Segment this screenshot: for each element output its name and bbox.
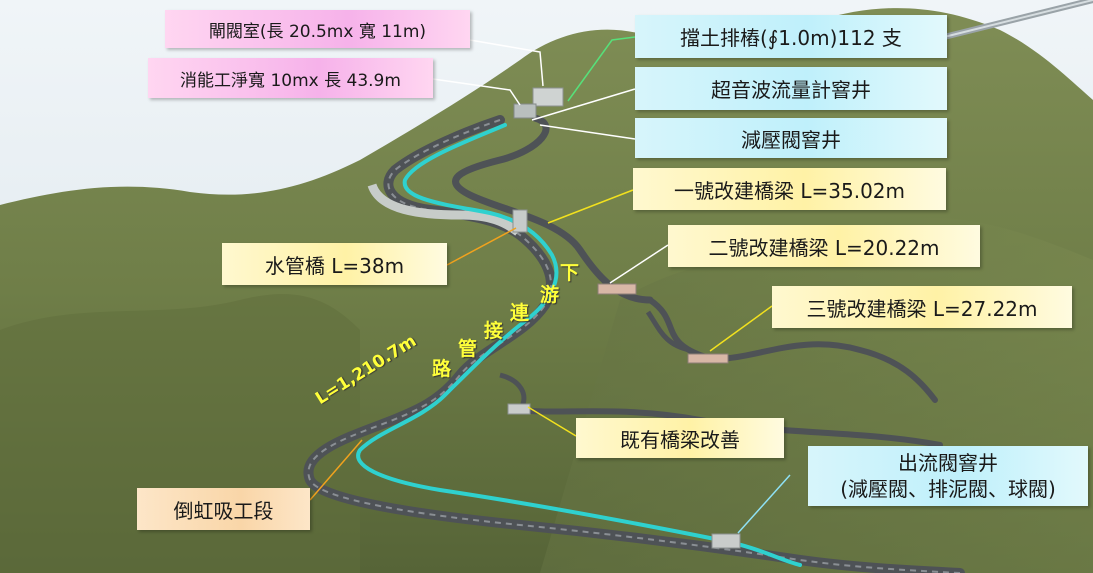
leader-gate-house [469, 39, 544, 87]
pipeline-char-6: 路 [432, 358, 452, 380]
leader-water-bridge [446, 227, 517, 266]
leader-prv-vault [539, 124, 636, 140]
label-prv-vault-text: 減壓閥窨井 [741, 127, 841, 152]
main-road-marking [307, 119, 961, 573]
label-retaining-piles-text: 擋土排樁(∮1.0m)112 支 [680, 26, 902, 50]
upper-road [452, 114, 654, 304]
label-water-bridge-text: 水管橋 L=38m [264, 253, 405, 278]
leader-energy-dissipator [432, 78, 521, 106]
label-outlet-vault-line1: 出流閥窨井 [898, 451, 998, 475]
outlet-vault-structure [711, 533, 741, 549]
pipeline-char-5: 管 [458, 338, 478, 360]
label-siphon: 倒虹吸工段 [137, 488, 310, 530]
leader-bridge-3 [709, 305, 773, 352]
pipeline-char-2: 游 [540, 284, 560, 306]
label-bridge-1: 一號改建橋梁 L=35.02m [633, 168, 946, 210]
bridge-2-structure [597, 283, 637, 295]
label-siphon-text: 倒虹吸工段 [173, 498, 274, 523]
label-bridge-2-text: 二號改建橋梁 L=20.22m [708, 235, 940, 260]
east-road [647, 297, 938, 403]
label-water-bridge: 水管橋 L=38m [222, 243, 447, 285]
label-bridge-3: 三號改建橋梁 L=27.22m [772, 286, 1072, 328]
water-pipeline [356, 123, 802, 567]
leader-existing-bridge [527, 406, 577, 437]
label-outlet-vault: 出流閥窨井 (減壓閥、排泥閥、球閥) [808, 446, 1088, 506]
gate-house-building [532, 87, 564, 107]
leader-bridge-2 [609, 244, 669, 284]
energy-dissipator-structure [513, 103, 537, 119]
label-bridge-2: 二號改建橋梁 L=20.22m [668, 225, 980, 267]
existing-pipe-top-highlight [939, 0, 1093, 39]
label-bridge-3-text: 三號改建橋梁 L=27.22m [806, 296, 1038, 321]
leader-flowmeter-vault [531, 88, 636, 121]
label-outlet-vault-line2: (減壓閥、排泥閥、球閥) [840, 477, 1056, 501]
label-energy-dissipator-text: 消能工淨寬 10mx 長 43.9m [180, 70, 401, 91]
leader-retaining-piles [567, 36, 636, 102]
label-prv-vault: 減壓閥窨井 [635, 118, 947, 158]
label-gate-house-text: 閘閥室(長 20.5mx 寬 11m) [208, 21, 427, 42]
water-bridge-structure [512, 209, 528, 233]
label-flowmeter-vault: 超音波流量計窨井 [635, 67, 947, 110]
spur-road [645, 310, 691, 353]
label-existing-bridge: 既有橋梁改善 [576, 418, 784, 458]
pipeline-char-4: 接 [484, 320, 504, 342]
label-flowmeter-vault-text: 超音波流量計窨井 [711, 78, 871, 102]
leader-bridge-1 [547, 189, 634, 224]
label-existing-bridge-text: 既有橋梁改善 [620, 427, 740, 452]
existing-bridge-structure [507, 403, 531, 415]
pipeline-char-3: 連 [510, 302, 530, 324]
leader-outlet-vault [737, 474, 791, 534]
leader-siphon [309, 439, 363, 501]
bridge-3-structure [687, 353, 729, 364]
pipeline-char-1: 下 [560, 262, 580, 284]
label-bridge-1-text: 一號改建橋梁 L=35.02m [674, 178, 905, 203]
retaining-wall [367, 183, 521, 236]
label-gate-house: 閘閥室(長 20.5mx 寬 11m) [165, 10, 470, 48]
hill-foreground [0, 294, 360, 573]
label-retaining-piles: 擋土排樁(∮1.0m)112 支 [635, 15, 947, 58]
label-energy-dissipator: 消能工淨寬 10mx 長 43.9m [148, 58, 433, 98]
